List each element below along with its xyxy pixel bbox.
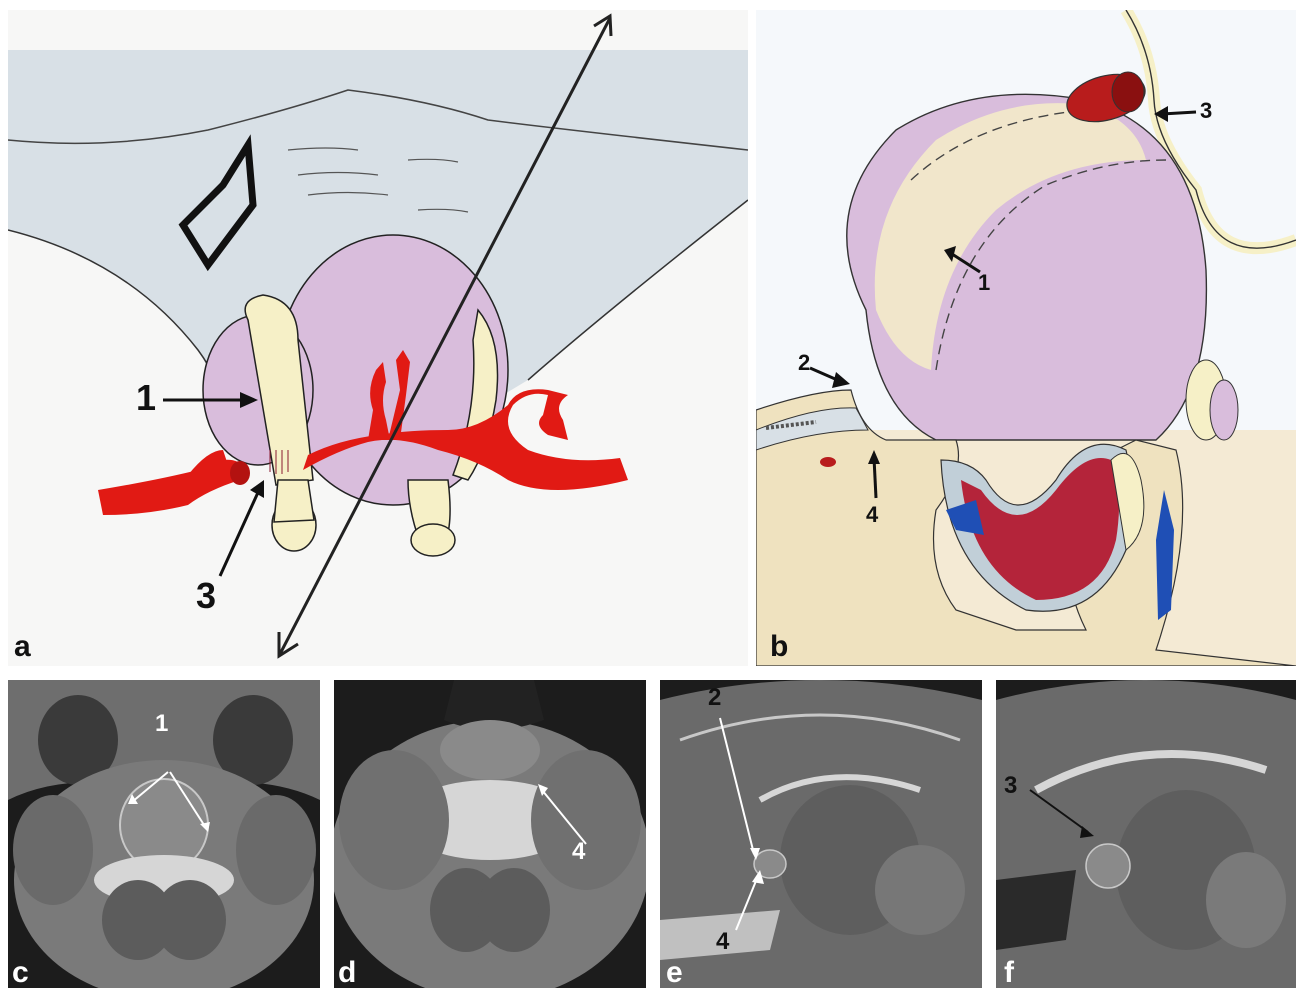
callout-1: 1 — [155, 712, 168, 736]
callout-4: 4 — [572, 840, 585, 864]
mri-sagittal-f: 3 f — [996, 680, 1296, 988]
mri-sagittal-e: 2 4 e — [660, 680, 982, 988]
illustration-frontal-view: 1 3 a — [8, 10, 748, 666]
panel-label-b: b — [770, 632, 788, 662]
panel-label-d: d — [338, 958, 356, 988]
panel-label-c: c — [12, 958, 29, 988]
panel-label-f: f — [1004, 958, 1014, 988]
callout-2: 2 — [708, 686, 721, 710]
callout-1: 1 — [136, 380, 156, 416]
callout-4: 4 — [716, 930, 729, 954]
illustration-sagittal-view: 3 1 2 4 b — [756, 10, 1296, 666]
mri-axial-c: 1 c — [8, 680, 320, 988]
mri-axial-d: 4 d — [334, 680, 646, 988]
callout-1: 1 — [978, 272, 990, 294]
panel-label-e: e — [666, 958, 683, 988]
mri-image-d — [334, 680, 646, 988]
callout-2: 2 — [798, 352, 810, 374]
mri-image-e — [660, 680, 982, 988]
callout-3: 3 — [1004, 774, 1017, 798]
callout-3: 3 — [1200, 100, 1212, 122]
sagittal-drawing — [756, 10, 1296, 666]
mri-image-f — [996, 680, 1296, 988]
frontal-drawing — [8, 10, 748, 666]
callout-4: 4 — [866, 504, 878, 526]
tumor-mass — [1086, 844, 1130, 888]
callout-3: 3 — [196, 578, 216, 614]
panel-label-a: a — [14, 632, 31, 662]
